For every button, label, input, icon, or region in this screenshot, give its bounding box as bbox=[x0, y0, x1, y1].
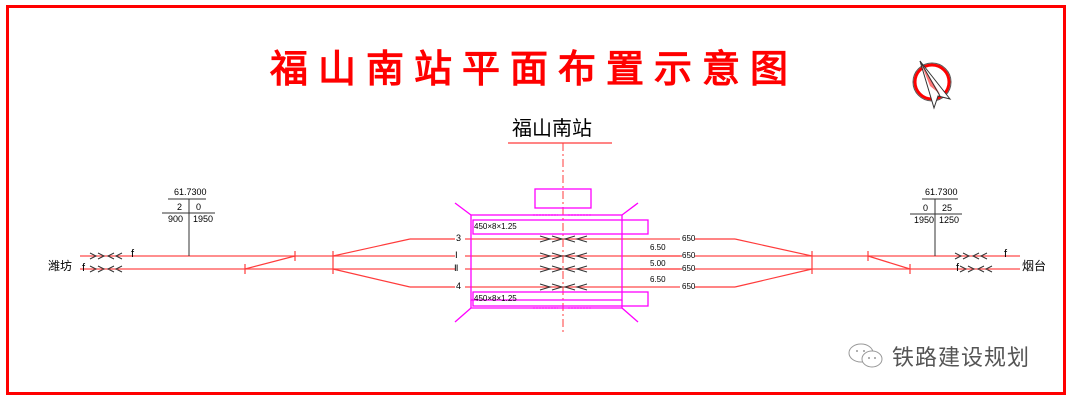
signal-f: f bbox=[82, 262, 86, 274]
station-name: 福山南站 bbox=[512, 116, 592, 140]
track-label: Ⅱ bbox=[454, 263, 459, 273]
chainage-right: 61.7300 bbox=[925, 187, 958, 197]
grade-marker-left bbox=[162, 198, 215, 256]
track-length: 650 bbox=[682, 234, 696, 243]
track-label: 3 bbox=[456, 233, 462, 243]
track-label: 4 bbox=[456, 281, 462, 291]
track-spacing: 6.50 bbox=[650, 243, 666, 252]
grade-left-value: 0 bbox=[923, 203, 929, 213]
track-spacing: 6.50 bbox=[650, 275, 666, 284]
grade-right-value: 25 bbox=[942, 203, 953, 213]
signal-f: f bbox=[1004, 248, 1008, 260]
track-label: Ⅰ bbox=[455, 250, 458, 260]
crossing-symbols bbox=[539, 235, 588, 291]
diagram-frame bbox=[6, 5, 1066, 395]
length-right-value: 1250 bbox=[939, 215, 960, 225]
grade-left-value: 2 bbox=[177, 202, 183, 212]
signal-f: f bbox=[131, 248, 135, 260]
platform-outline bbox=[454, 188, 649, 323]
wechat-icon bbox=[848, 343, 883, 368]
track-length: 650 bbox=[682, 264, 696, 273]
track-length: 650 bbox=[682, 251, 696, 260]
north-arrow-icon bbox=[912, 60, 952, 110]
length-left-value: 900 bbox=[168, 214, 184, 224]
chainage-left: 61.7300 bbox=[174, 187, 207, 197]
length-left-value: 1950 bbox=[914, 215, 935, 225]
watermark: 铁路建设规划 bbox=[848, 340, 1030, 372]
main-line-up bbox=[80, 255, 1020, 270]
track-spacing: 5.00 bbox=[650, 259, 666, 268]
grade-marker-right bbox=[910, 198, 962, 256]
endpoint-right: 烟台 bbox=[1022, 259, 1047, 273]
endpoint-left: 潍坊 bbox=[48, 259, 73, 273]
watermark-text: 铁路建设规划 bbox=[892, 346, 1031, 371]
track-length: 650 bbox=[682, 282, 696, 291]
platform-bottom-dimensions: 450×8×1.25 bbox=[474, 294, 517, 303]
diagram-title: 福山南站平面布置示意图 bbox=[270, 46, 799, 91]
platform-top-dimensions: 450×8×1.25 bbox=[474, 222, 517, 231]
grade-right-value: 0 bbox=[196, 202, 202, 212]
signal-f: f bbox=[956, 262, 960, 274]
length-right-value: 1950 bbox=[193, 214, 214, 224]
